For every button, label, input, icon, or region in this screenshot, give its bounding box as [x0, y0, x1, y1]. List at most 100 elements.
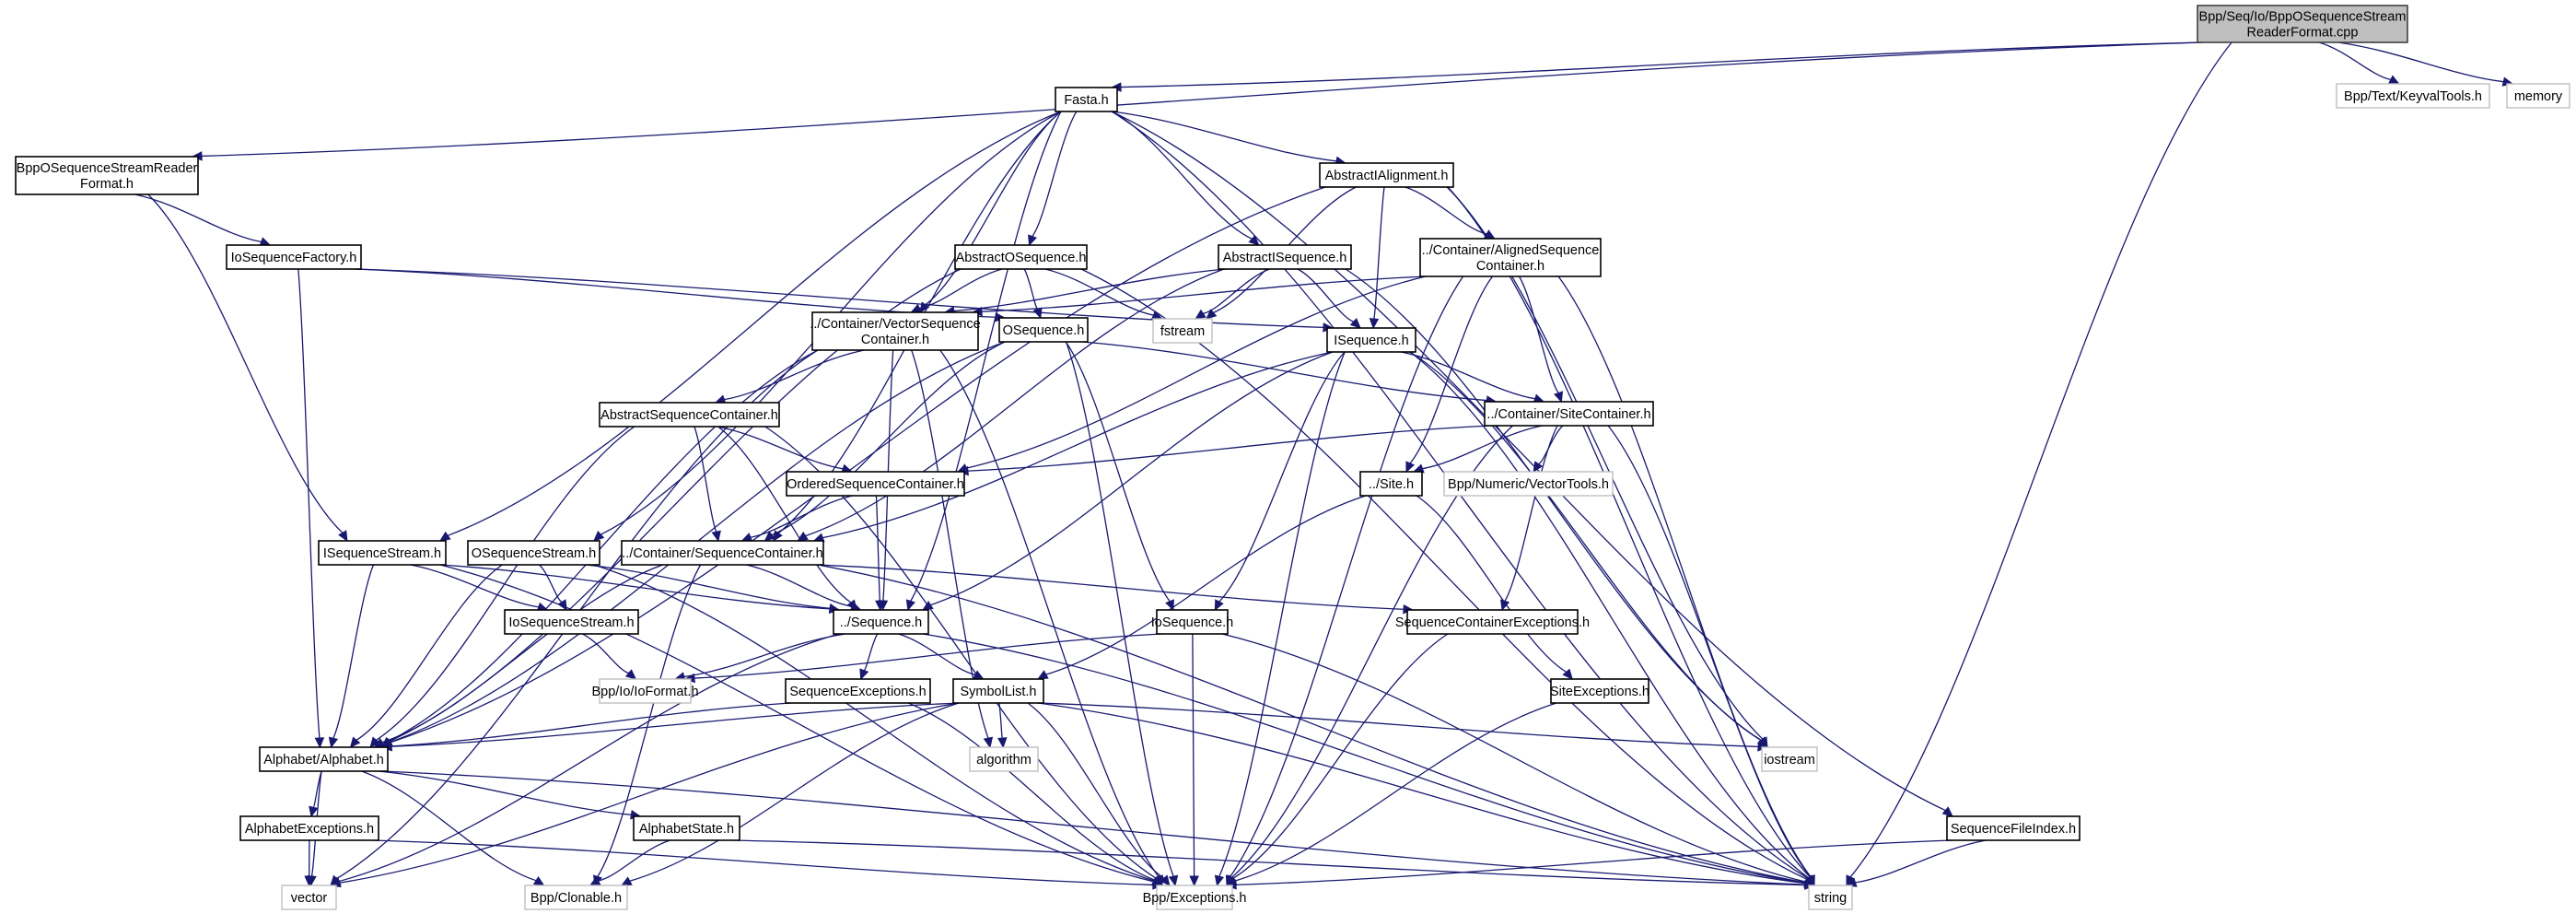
edge-sequence-to-string [922, 633, 1816, 888]
node-sequence[interactable]: ../Sequence.h [833, 609, 929, 635]
node-label: AbstractISequence.h [1223, 251, 1347, 265]
edge-vectorcont-to-abseqcont [714, 349, 865, 404]
node-memory: memory [2506, 83, 2570, 109]
node-label: ../Sequence.h [840, 615, 923, 630]
edge-fasta-to-iseqstream [438, 111, 1062, 542]
node-sitecont[interactable]: ../Container/SiteContainer.h [1484, 401, 1654, 427]
edge-vectorcont-to-exceptions [939, 349, 1163, 887]
edge-site-to-siteexc [1416, 495, 1573, 680]
edge-ioseqstream-to-ioformat [582, 633, 637, 680]
node-algorithm: algorithm [969, 746, 1039, 772]
edge-line [981, 275, 1427, 312]
node-label: IoSequenceFactory.h [231, 251, 357, 265]
node-alphabet[interactable]: Alphabet/Alphabet.h [259, 746, 389, 772]
node-label: Format.h [80, 177, 134, 192]
edge-line [930, 351, 1334, 606]
edge-line [598, 839, 670, 882]
edge-line [817, 564, 1806, 884]
edge-line [1409, 351, 1762, 742]
node-alphaexc[interactable]: AlphabetExceptions.h [239, 815, 379, 841]
node-aboseq[interactable]: AbstractOSequence.h [954, 244, 1088, 270]
node-oseqstream[interactable]: OSequenceStream.h [467, 540, 600, 566]
node-seqcontexc[interactable]: SequenceContainerExceptions.h [1395, 609, 1590, 635]
node-siteexc[interactable]: SiteExceptions.h [1550, 678, 1649, 704]
edge-line [372, 839, 1154, 886]
arrowhead-icon [1562, 668, 1573, 680]
node-abseqcont[interactable]: AbstractSequenceContainer.h [599, 402, 780, 428]
node-label: vector [291, 891, 328, 906]
node-label: SequenceContainerExceptions.h [1395, 615, 1590, 630]
edge-seqcont-to-string [817, 564, 1816, 887]
node-alphastate[interactable]: AlphabetState.h [633, 815, 740, 841]
edge-iseqstream-to-alphabet [328, 564, 375, 749]
node-label: IoSequence.h [1151, 615, 1234, 630]
node-label: SequenceFileIndex.h [1951, 822, 2076, 837]
node-oseq[interactable]: OSequence.h [998, 317, 1089, 343]
node-abialign[interactable]: AbstractIAlignment.h [1319, 162, 1454, 188]
node-site[interactable]: ../Site.h [1359, 471, 1423, 497]
arrowhead-icon [309, 805, 319, 818]
arrowhead-icon [593, 531, 605, 542]
node-label: Bpp/Numeric/VectorTools.h [1448, 477, 1609, 492]
node-label: OrderedSequenceContainer.h [787, 477, 964, 492]
node-seqfileindex[interactable]: SequenceFileIndex.h [1946, 815, 2081, 841]
node-box [2197, 5, 2408, 43]
node-exceptions: Bpp/Exceptions.h [1143, 885, 1247, 910]
node-label: OSequence.h [1003, 323, 1085, 338]
node-seqcont[interactable]: ../Container/SequenceContainer.h [621, 540, 824, 566]
edge-orderedcont-to-sequence [875, 495, 885, 612]
node-box [524, 885, 628, 910]
edge-line [2337, 41, 2504, 83]
edge-line [908, 702, 1156, 881]
arrowhead-icon [997, 737, 1008, 749]
edge-line [733, 839, 1806, 886]
node-symbollist[interactable]: SymbolList.h [952, 678, 1044, 704]
node-box [786, 471, 965, 497]
edge-alignedcont-to-orderedcont [957, 275, 1427, 473]
node-seqexc[interactable]: SequenceExceptions.h [785, 678, 931, 704]
node-ioseq[interactable]: IoSequence.h [1151, 609, 1234, 635]
node-label: Bpp/Exceptions.h [1143, 891, 1247, 906]
arrowhead-icon [1036, 670, 1049, 680]
edge-line [863, 633, 879, 672]
node-box [599, 678, 692, 704]
edge-line [439, 564, 1155, 883]
edge-line [746, 564, 853, 607]
node-orderedcont[interactable]: OrderedSequenceContainer.h [786, 471, 965, 497]
edge-line [582, 633, 629, 674]
edge-line [1120, 41, 2204, 88]
edge-line [597, 564, 702, 877]
edge-line [381, 770, 1806, 885]
node-label: Bpp/Clonable.h [530, 891, 622, 906]
edge-line [1111, 111, 1253, 240]
edge-seqexc-to-exceptions [908, 702, 1163, 886]
node-box [1152, 318, 1213, 344]
node-iseqstream[interactable]: ISequenceStream.h [318, 540, 447, 566]
node-box [954, 244, 1088, 270]
edge-line [817, 564, 1405, 610]
node-abiseq[interactable]: AbstractISequence.h [1218, 244, 1352, 270]
node-box [239, 815, 379, 841]
edge-abseqcont-to-seqcont [694, 426, 721, 543]
edge-line [1111, 111, 1809, 880]
node-ioseqstream[interactable]: IoSequenceStream.h [504, 609, 639, 635]
arrowhead-icon [1214, 874, 1225, 887]
node-box [1484, 401, 1654, 427]
edge-line [1557, 275, 1812, 878]
node-iseq[interactable]: ISequence.h [1326, 327, 1416, 353]
node-fasta[interactable]: Fasta.h [1055, 87, 1118, 112]
node-box [1055, 87, 1118, 112]
edge-line [967, 425, 1491, 472]
node-iostream: iostream [1761, 746, 1818, 772]
edge-line [332, 564, 375, 739]
node-iofactory[interactable]: IoSequenceFactory.h [226, 244, 362, 270]
edge-seqfileindex-to-exceptions [1225, 839, 1953, 890]
edge-line [1401, 351, 1535, 400]
edge-abseqcont-to-orderedcont [717, 426, 853, 474]
node-label: AlphabetState.h [639, 822, 734, 837]
node-label: ../Container/VectorSequence [810, 317, 980, 332]
node-label: Alphabet/Alphabet.h [263, 753, 384, 768]
